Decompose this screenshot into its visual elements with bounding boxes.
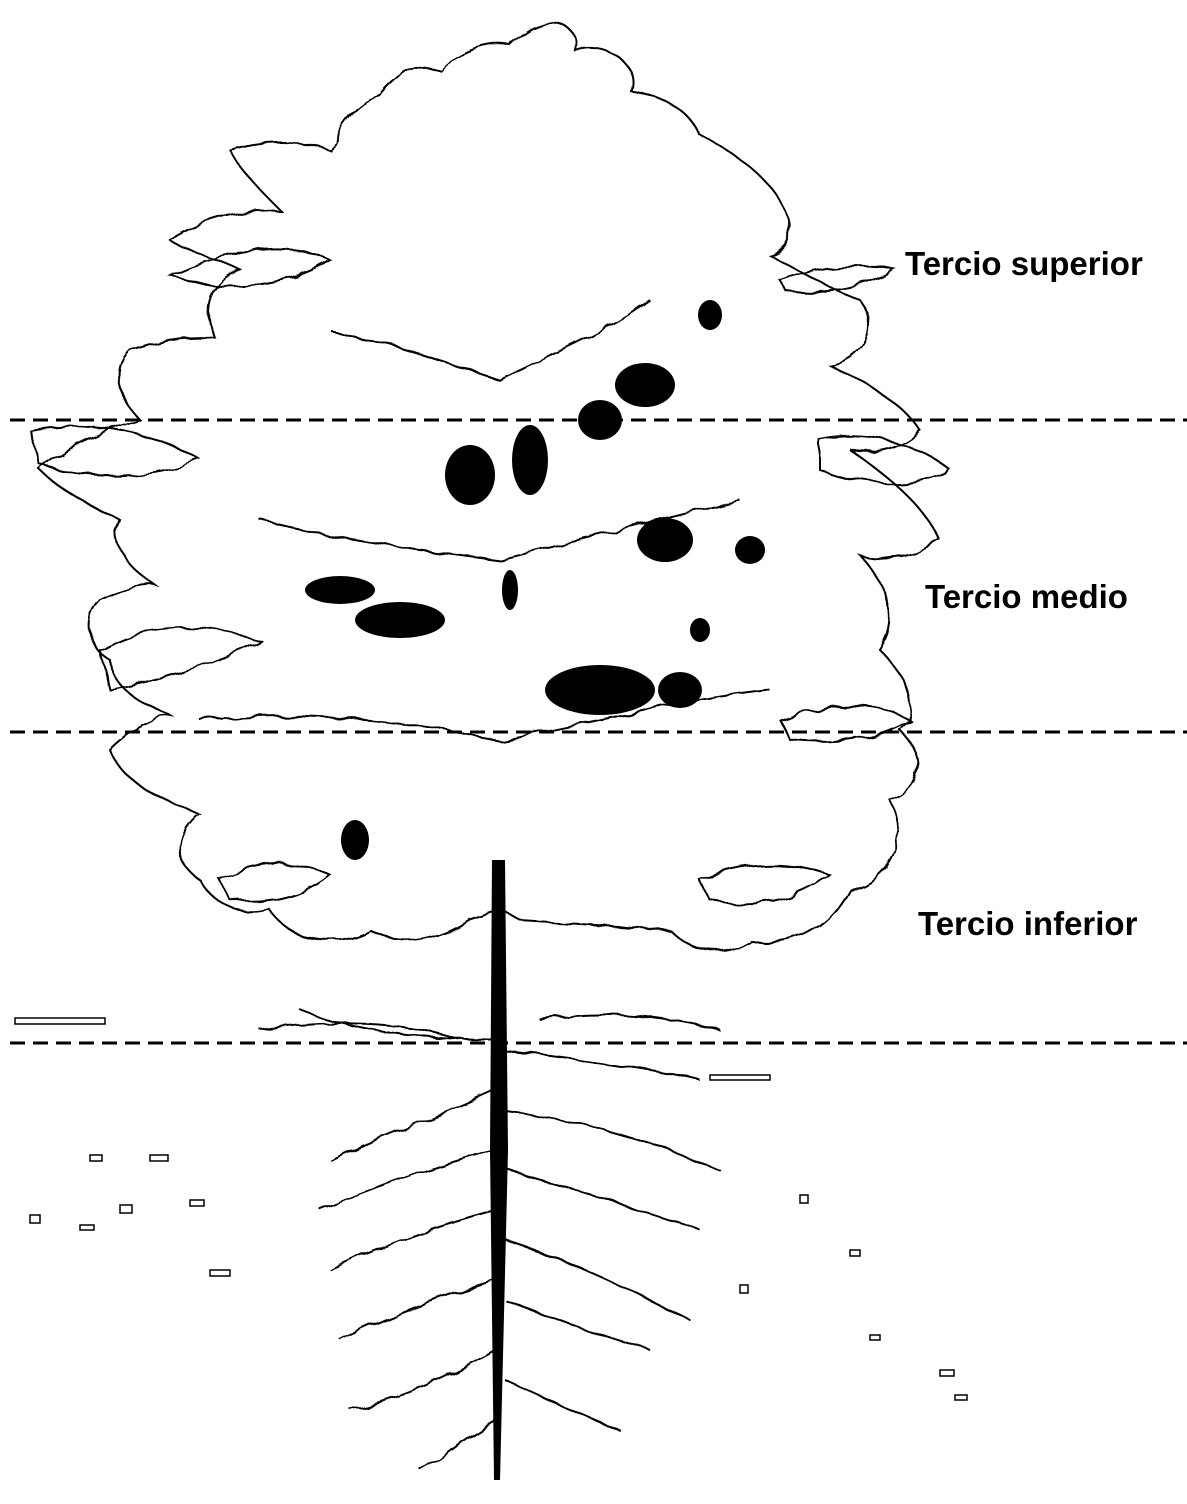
root: [300, 1010, 495, 1040]
label-lower-third: Tercio inferior: [918, 905, 1137, 943]
speckle: [150, 1155, 168, 1161]
lesion: [305, 576, 375, 604]
lesion: [512, 425, 548, 495]
vein-6: [200, 716, 500, 740]
speckle: [955, 1395, 967, 1400]
lower-left-leaf: [220, 864, 330, 901]
lesion: [355, 602, 445, 638]
left-leaf: [170, 249, 330, 286]
lesion: [690, 618, 710, 642]
mid-leaf-2: [100, 628, 260, 690]
speckle: [120, 1205, 132, 1213]
speckle: [800, 1195, 808, 1203]
roots: [260, 1010, 720, 1470]
speckle: [30, 1215, 40, 1223]
lesion: [445, 445, 495, 505]
vein-3: [500, 500, 740, 560]
lower-right-leaf: [780, 705, 910, 742]
mid-left-leaf: [30, 426, 200, 475]
label-upper-third: Tercio superior: [905, 245, 1143, 283]
root: [505, 1170, 700, 1230]
label-middle-third: Tercio medio: [925, 578, 1128, 616]
lesion: [615, 363, 675, 407]
speckle: [80, 1225, 94, 1230]
speckle: [870, 1335, 880, 1340]
speckle: [710, 1075, 770, 1080]
speckle: [940, 1370, 954, 1376]
lower-right-leaf-2: [700, 864, 830, 904]
root: [420, 1420, 495, 1470]
speckle: [850, 1250, 860, 1256]
root: [350, 1350, 495, 1410]
root: [505, 1240, 690, 1320]
lesions: [305, 300, 765, 860]
speckle: [15, 1018, 105, 1024]
lesion: [735, 536, 765, 564]
speckle: [190, 1200, 204, 1206]
root: [540, 1015, 720, 1030]
root: [505, 1380, 620, 1430]
root: [505, 1300, 650, 1350]
vein-2: [330, 330, 500, 380]
root: [505, 1110, 720, 1170]
lesion: [502, 570, 518, 610]
lesion: [658, 672, 702, 708]
lesion: [545, 665, 655, 715]
speckle: [210, 1270, 230, 1276]
root: [330, 1090, 495, 1160]
root: [340, 1280, 495, 1340]
vein-4: [260, 520, 500, 560]
divider-lines: [10, 420, 1187, 1043]
speckle: [90, 1155, 102, 1161]
root: [330, 1210, 495, 1270]
root: [320, 1150, 495, 1210]
speckle: [740, 1285, 748, 1293]
lesion: [637, 518, 693, 562]
root: [505, 1050, 700, 1080]
lesion: [698, 300, 722, 330]
lesion: [341, 820, 369, 860]
